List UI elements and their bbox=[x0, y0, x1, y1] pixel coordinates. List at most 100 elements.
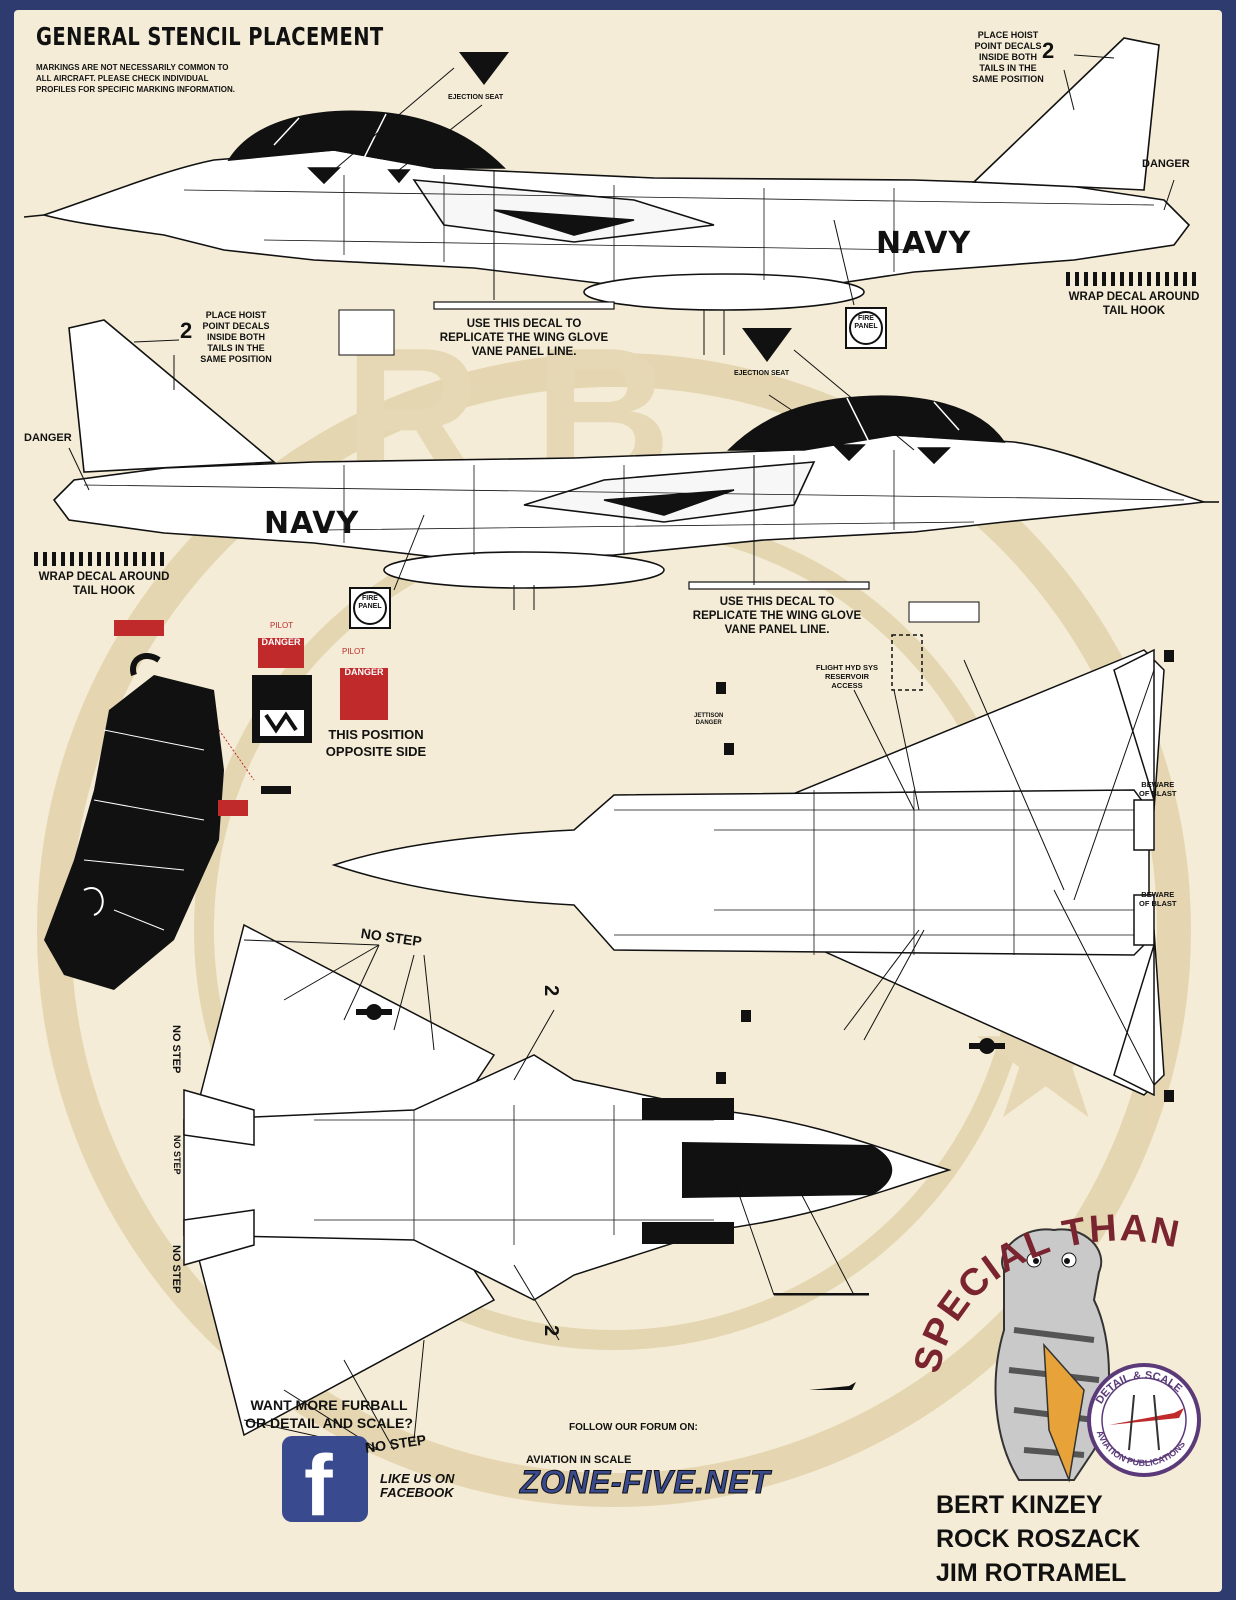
topview-glove-line bbox=[774, 1293, 869, 1296]
top-tailhook-stripe bbox=[1066, 272, 1200, 286]
decal-sheet: R B ★ bbox=[14, 10, 1222, 1592]
credits-list: BERT KINZEY ROCK ROSZACK JIM ROTRAMEL bbox=[936, 1488, 1140, 1590]
underside-view-jet bbox=[331, 648, 1165, 1097]
fire-panel-bottom-icon bbox=[349, 587, 391, 629]
furball-line: WANT MORE FURBALL bbox=[250, 1397, 408, 1413]
facebook-logo[interactable]: f bbox=[282, 1436, 368, 1534]
subtitle-line: PROFILES FOR SPECIFIC MARKING INFORMATIO… bbox=[36, 85, 235, 94]
wrap-line: WRAP DECAL AROUND bbox=[1068, 291, 1200, 303]
ejection-triangle-top bbox=[459, 52, 509, 85]
topview-hoist-number-1: 2 bbox=[540, 985, 562, 997]
topview-leaders bbox=[243, 939, 855, 1451]
jettison-line: JETTISON bbox=[694, 713, 724, 719]
beware-blast-2: BEWARE OF BLAST bbox=[1139, 890, 1177, 908]
blast-line: BEWARE bbox=[1141, 890, 1175, 899]
glove-line: USE THIS DECAL TO bbox=[466, 318, 582, 330]
credit-name: ROCK ROSZACK bbox=[936, 1525, 1141, 1553]
bottom-tailhook-stripe bbox=[34, 552, 168, 566]
seat-small-placard bbox=[261, 786, 291, 794]
subtitle-line: MARKINGS ARE NOT NECESSARILY COMMON TO bbox=[36, 63, 229, 72]
top-wrap-decal-label: WRAP DECAL AROUND TAIL HOOK bbox=[1044, 290, 1222, 318]
hyd-line: RESERVOIR bbox=[824, 672, 870, 681]
hyd-line: ACCESS bbox=[831, 681, 863, 690]
aviation-in-scale-label: AVIATION IN SCALE bbox=[526, 1454, 632, 1466]
bottom-wrap-decal-label: WRAP DECAL AROUND TAIL HOOK bbox=[14, 570, 194, 598]
jettison-note: JETTISON DANGER bbox=[694, 713, 723, 727]
seat-danger-placard-2: DANGER bbox=[340, 668, 388, 720]
bottom-fire-panel-label: FIRE PANEL bbox=[355, 595, 385, 611]
roundel-topview bbox=[356, 1004, 392, 1020]
seat-small-red-2 bbox=[218, 800, 248, 816]
top-view-canopy bbox=[682, 1142, 893, 1198]
blast-line: BEWARE bbox=[1141, 780, 1175, 789]
glove-line: REPLICATE THE WING GLOVE bbox=[692, 610, 862, 622]
opposite-line: OPPOSITE SIDE bbox=[325, 744, 427, 759]
hoist-note-line: PLACE HOIST bbox=[977, 30, 1039, 40]
facebook-cta[interactable]: LIKE US ON FACEBOOK bbox=[380, 1472, 454, 1500]
blast-line: OF BLAST bbox=[1139, 789, 1177, 798]
flight-hyd-note: FLIGHT HYD SYS RESERVOIR ACCESS bbox=[804, 663, 890, 690]
hoist-note-line: POINT DECALS bbox=[974, 41, 1042, 51]
hoist-note-line: TAILS IN THE bbox=[979, 63, 1037, 73]
wrap-line: TAIL HOOK bbox=[1102, 305, 1166, 317]
no-step-label-side-2: NO STEP bbox=[170, 1245, 182, 1294]
bottom-hoist-number: 2 bbox=[180, 318, 193, 343]
beware-blast-1: BEWARE OF BLAST bbox=[1139, 780, 1177, 798]
fire-panel-top-icon bbox=[845, 307, 887, 349]
hoist-note-line: INSIDE BOTH bbox=[206, 332, 265, 342]
zone-five-link[interactable]: ZONE-FIVE.NET bbox=[519, 1464, 771, 1501]
seat-small-red-1 bbox=[114, 620, 164, 636]
glove-line: VANE PANEL LINE. bbox=[724, 624, 830, 636]
blast-line: OF BLAST bbox=[1139, 899, 1177, 908]
facebook-line: FACEBOOK bbox=[380, 1485, 454, 1500]
fire-line: PANEL bbox=[358, 603, 382, 610]
hoist-note-line: POINT DECALS bbox=[202, 321, 270, 331]
no-step-label-side-3: NO STEP bbox=[172, 1135, 182, 1175]
tomcat-mascot bbox=[994, 1228, 1110, 1483]
small-decal-block bbox=[338, 309, 395, 356]
detail-scale-badge bbox=[1087, 1363, 1201, 1477]
furball-note: WANT MORE FURBALL OR DETAIL AND SCALE? bbox=[244, 1396, 414, 1432]
top-view-intake-2 bbox=[642, 1222, 734, 1244]
top-danger-label: DANGER bbox=[1142, 158, 1190, 170]
bottom-profile-jet bbox=[52, 319, 1219, 590]
forum-label: FOLLOW OUR FORUM ON: bbox=[569, 1422, 698, 1433]
top-hoist-number: 2 bbox=[1042, 38, 1055, 63]
roundel-underside bbox=[969, 1038, 1005, 1054]
stencil-artwork: R B ★ bbox=[14, 10, 1219, 1534]
ejection-seat-drawing bbox=[44, 653, 224, 990]
bottom-hoist-note: PLACE HOIST POINT DECALS INSIDE BOTH TAI… bbox=[194, 310, 278, 365]
seat-pilot-label-1: PILOT bbox=[270, 621, 294, 630]
jettison-line: DANGER bbox=[695, 720, 722, 726]
subtitle-line: ALL AIRCRAFT. PLEASE CHECK INDIVIDUAL bbox=[36, 74, 209, 83]
top-hoist-note: PLACE HOIST POINT DECALS INSIDE BOTH TAI… bbox=[966, 30, 1050, 85]
danger-text: DANGER bbox=[344, 667, 384, 677]
top-view-intake-1 bbox=[642, 1098, 734, 1120]
hoist-note-line: SAME POSITION bbox=[200, 354, 272, 364]
credit-name: JIM ROTRAMEL bbox=[936, 1559, 1127, 1587]
bottom-leaders bbox=[68, 339, 915, 610]
top-ejection-seat-label: EJECTION SEAT bbox=[448, 94, 504, 101]
topview-hoist-number-2: 2 bbox=[540, 1325, 562, 1337]
hyd-line: FLIGHT HYD SYS bbox=[815, 663, 879, 672]
wrap-line: TAIL HOOK bbox=[72, 585, 136, 597]
seat-danger-placard bbox=[252, 675, 312, 743]
bottom-ejection-seat-label: EJECTION SEAT bbox=[734, 370, 790, 377]
seat-danger-placard-1: DANGER bbox=[258, 638, 304, 668]
opposite-side-note: THIS POSITION OPPOSITE SIDE bbox=[314, 726, 438, 760]
glove-line: USE THIS DECAL TO bbox=[719, 596, 835, 608]
top-view-jet bbox=[183, 923, 952, 1437]
top-profile-jet bbox=[23, 37, 1191, 311]
underside-small-markers bbox=[716, 650, 1174, 1102]
furball-line: OR DETAIL AND SCALE? bbox=[245, 1415, 413, 1431]
dashed-decal-box bbox=[891, 634, 923, 691]
no-step-label-side-1: NO STEP bbox=[170, 1025, 182, 1074]
wrap-line: WRAP DECAL AROUND bbox=[38, 571, 170, 583]
top-leaders bbox=[333, 54, 1175, 355]
zone-five-jet-icon bbox=[809, 1382, 856, 1390]
credit-name: BERT KINZEY bbox=[936, 1491, 1103, 1519]
fire-line: PANEL bbox=[854, 323, 878, 330]
bottom-wing-glove-note: USE THIS DECAL TO REPLICATE THE WING GLO… bbox=[682, 595, 872, 637]
fire-line: FIRE bbox=[858, 315, 874, 322]
top-fire-panel-label: FIRE PANEL bbox=[851, 315, 881, 331]
